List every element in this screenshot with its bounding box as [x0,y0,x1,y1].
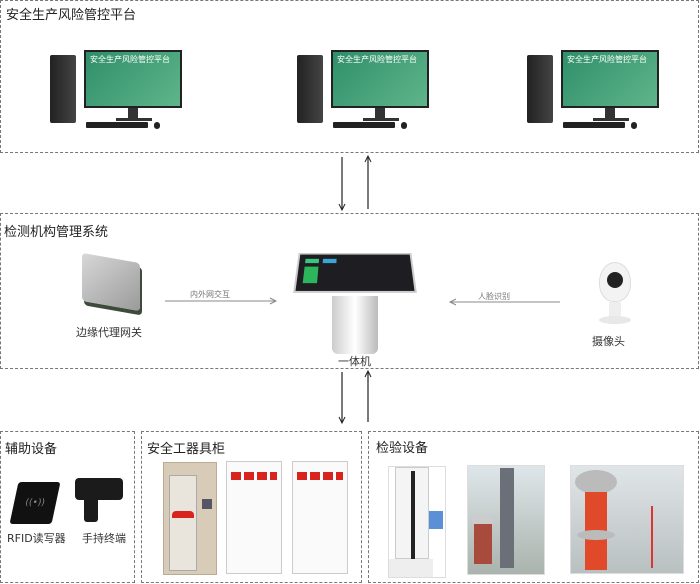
arrow-from-camera [448,298,560,306]
gateway-label: 边缘代理网关 [76,326,142,339]
tensile-tester-image [388,466,446,578]
cabinet-layout-diagram [226,461,282,574]
monitor-screen: 安全生产风险管控平台 [563,52,657,106]
aux-title: 辅助设备 [5,442,58,457]
monitor-icon: 安全生产风险管控平台 [331,50,429,108]
arrow-label-network: 内外网交互 [190,290,230,299]
monitor-icon: 安全生产风险管控平台 [84,50,182,108]
cabinet-layout-diagram [292,461,348,574]
keyboard-icon [563,122,625,128]
handheld-terminal-icon [75,478,123,500]
aux-item-rfid: RFID读写器 [7,532,66,545]
inspection-title: 检验设备 [376,441,429,456]
platform-box [0,0,699,153]
camera-icon [595,262,635,326]
kiosk-icon [293,250,417,360]
bidirectional-arrows-top [338,154,372,212]
workstation-pc: 安全生产风险管控平台 [297,50,437,132]
system-box [0,213,699,369]
hv-generator-image [570,465,684,574]
camera-label: 摄像头 [592,335,625,348]
monitor-screen: 安全生产风险管控平台 [333,52,427,106]
arrow-to-kiosk [165,297,278,305]
pc-tower-icon [297,55,323,123]
rfid-reader-icon: ((•)) [9,482,61,524]
cabinet-title: 安全工器具柜 [147,442,226,457]
pc-tower-icon [527,55,553,123]
aux-item-handheld: 手持终端 [82,532,126,545]
workstation-pc: 安全生产风险管控平台 [527,50,667,132]
arrow-label-face: 人脸识别 [478,292,510,301]
hv-test-equipment-image [467,465,545,575]
aux-box [0,431,135,583]
cabinet-box [141,431,362,583]
system-title: 检测机构管理系统 [4,225,109,240]
inspection-box [368,431,699,583]
platform-title: 安全生产风险管控平台 [6,8,137,23]
keyboard-icon [86,122,148,128]
edge-gateway-icon [82,252,140,312]
workstation-pc: 安全生产风险管控平台 [50,50,190,132]
mouse-icon [401,122,407,129]
kiosk-label: 一体机 [338,355,371,368]
keyboard-icon [333,122,395,128]
bidirectional-arrows-bottom [338,369,372,425]
mouse-icon [154,122,160,129]
mouse-icon [631,122,637,129]
pc-tower-icon [50,55,76,123]
handheld-grip [84,496,98,522]
monitor-icon: 安全生产风险管控平台 [561,50,659,108]
tool-cabinet-image [163,462,217,575]
monitor-screen: 安全生产风险管控平台 [86,52,180,106]
